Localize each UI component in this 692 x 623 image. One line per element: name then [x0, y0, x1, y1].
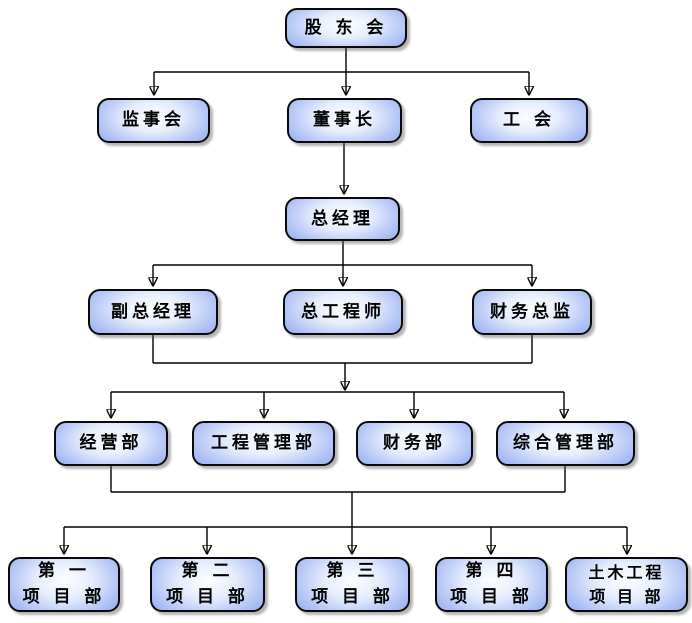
org-node-general-manager: 总经理 [285, 197, 400, 241]
org-node-chief-engineer: 总工程师 [283, 289, 403, 335]
org-node-project-dept-2: 第 二 项 目 部 [150, 557, 265, 612]
connector-executives-departments [111, 335, 564, 418]
org-node-project-dept-1: 第 一 项 目 部 [8, 557, 120, 612]
org-node-general-management-dept: 综合管理部 [496, 421, 635, 466]
connector-shareholders-children [154, 48, 529, 95]
org-node-business-dept: 经营部 [54, 421, 168, 466]
org-node-finance-dept: 财务部 [356, 421, 473, 466]
org-node-engineering-management-dept: 工程管理部 [192, 421, 335, 466]
org-node-supervisory-board: 监事会 [97, 98, 210, 143]
connector-gm-executives [153, 241, 532, 286]
org-node-project-dept-4: 第 四 项 目 部 [435, 557, 548, 612]
org-node-shareholders: 股 东 会 [285, 8, 407, 48]
org-node-deputy-general-manager: 副总经理 [88, 289, 218, 335]
org-node-finance-director: 财务总监 [472, 289, 592, 335]
connector-departments-projects [64, 466, 627, 554]
org-node-civil-engineering-project-dept: 土木工程 项 目 部 [565, 557, 688, 612]
org-node-project-dept-3: 第 三 项 目 部 [295, 557, 410, 612]
org-node-chairman: 董事长 [287, 98, 402, 143]
org-node-labor-union: 工 会 [470, 98, 588, 143]
